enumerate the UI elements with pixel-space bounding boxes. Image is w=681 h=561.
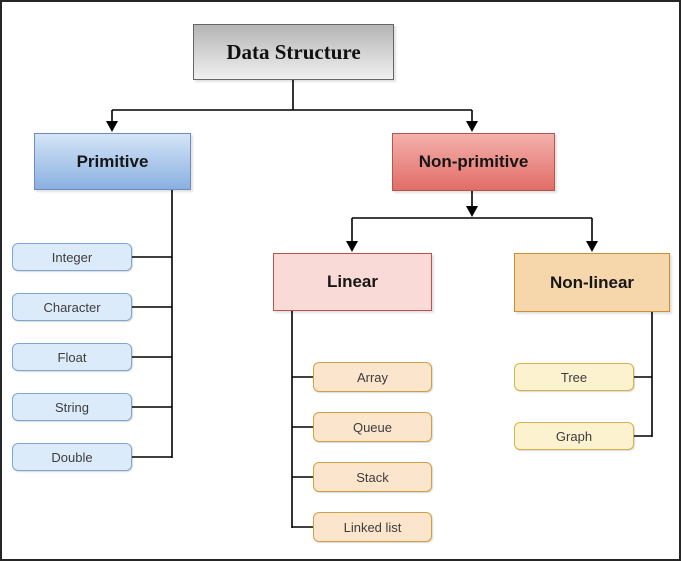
arrow-into-primitive [106,121,118,132]
arrow-junction-nonprimitive [466,206,478,217]
node-character[interactable]: Character [12,293,132,321]
arrow-into-linear [346,241,358,252]
node-float[interactable]: Float [12,343,132,371]
connector-nonprimitive-split [351,191,593,242]
arrow-into-non-linear [586,241,598,252]
node-graph[interactable]: Graph [514,422,634,450]
connector-linear-children [291,311,313,528]
node-linear[interactable]: Linear [273,253,432,311]
node-queue[interactable]: Queue [313,412,432,442]
node-integer[interactable]: Integer [12,243,132,271]
node-string[interactable]: String [12,393,132,421]
connector-root-split [111,80,473,122]
node-double[interactable]: Double [12,443,132,471]
connector-nonlinear-children [634,312,653,437]
node-array[interactable]: Array [313,362,432,392]
connector-primitive-children [132,190,173,458]
node-data-structure[interactable]: Data Structure [193,24,394,80]
node-primitive[interactable]: Primitive [34,133,191,190]
node-tree[interactable]: Tree [514,363,634,391]
node-non-linear[interactable]: Non-linear [514,253,670,312]
node-stack[interactable]: Stack [313,462,432,492]
node-non-primitive[interactable]: Non-primitive [392,133,555,191]
arrow-into-non-primitive [466,121,478,132]
node-linked-list[interactable]: Linked list [313,512,432,542]
